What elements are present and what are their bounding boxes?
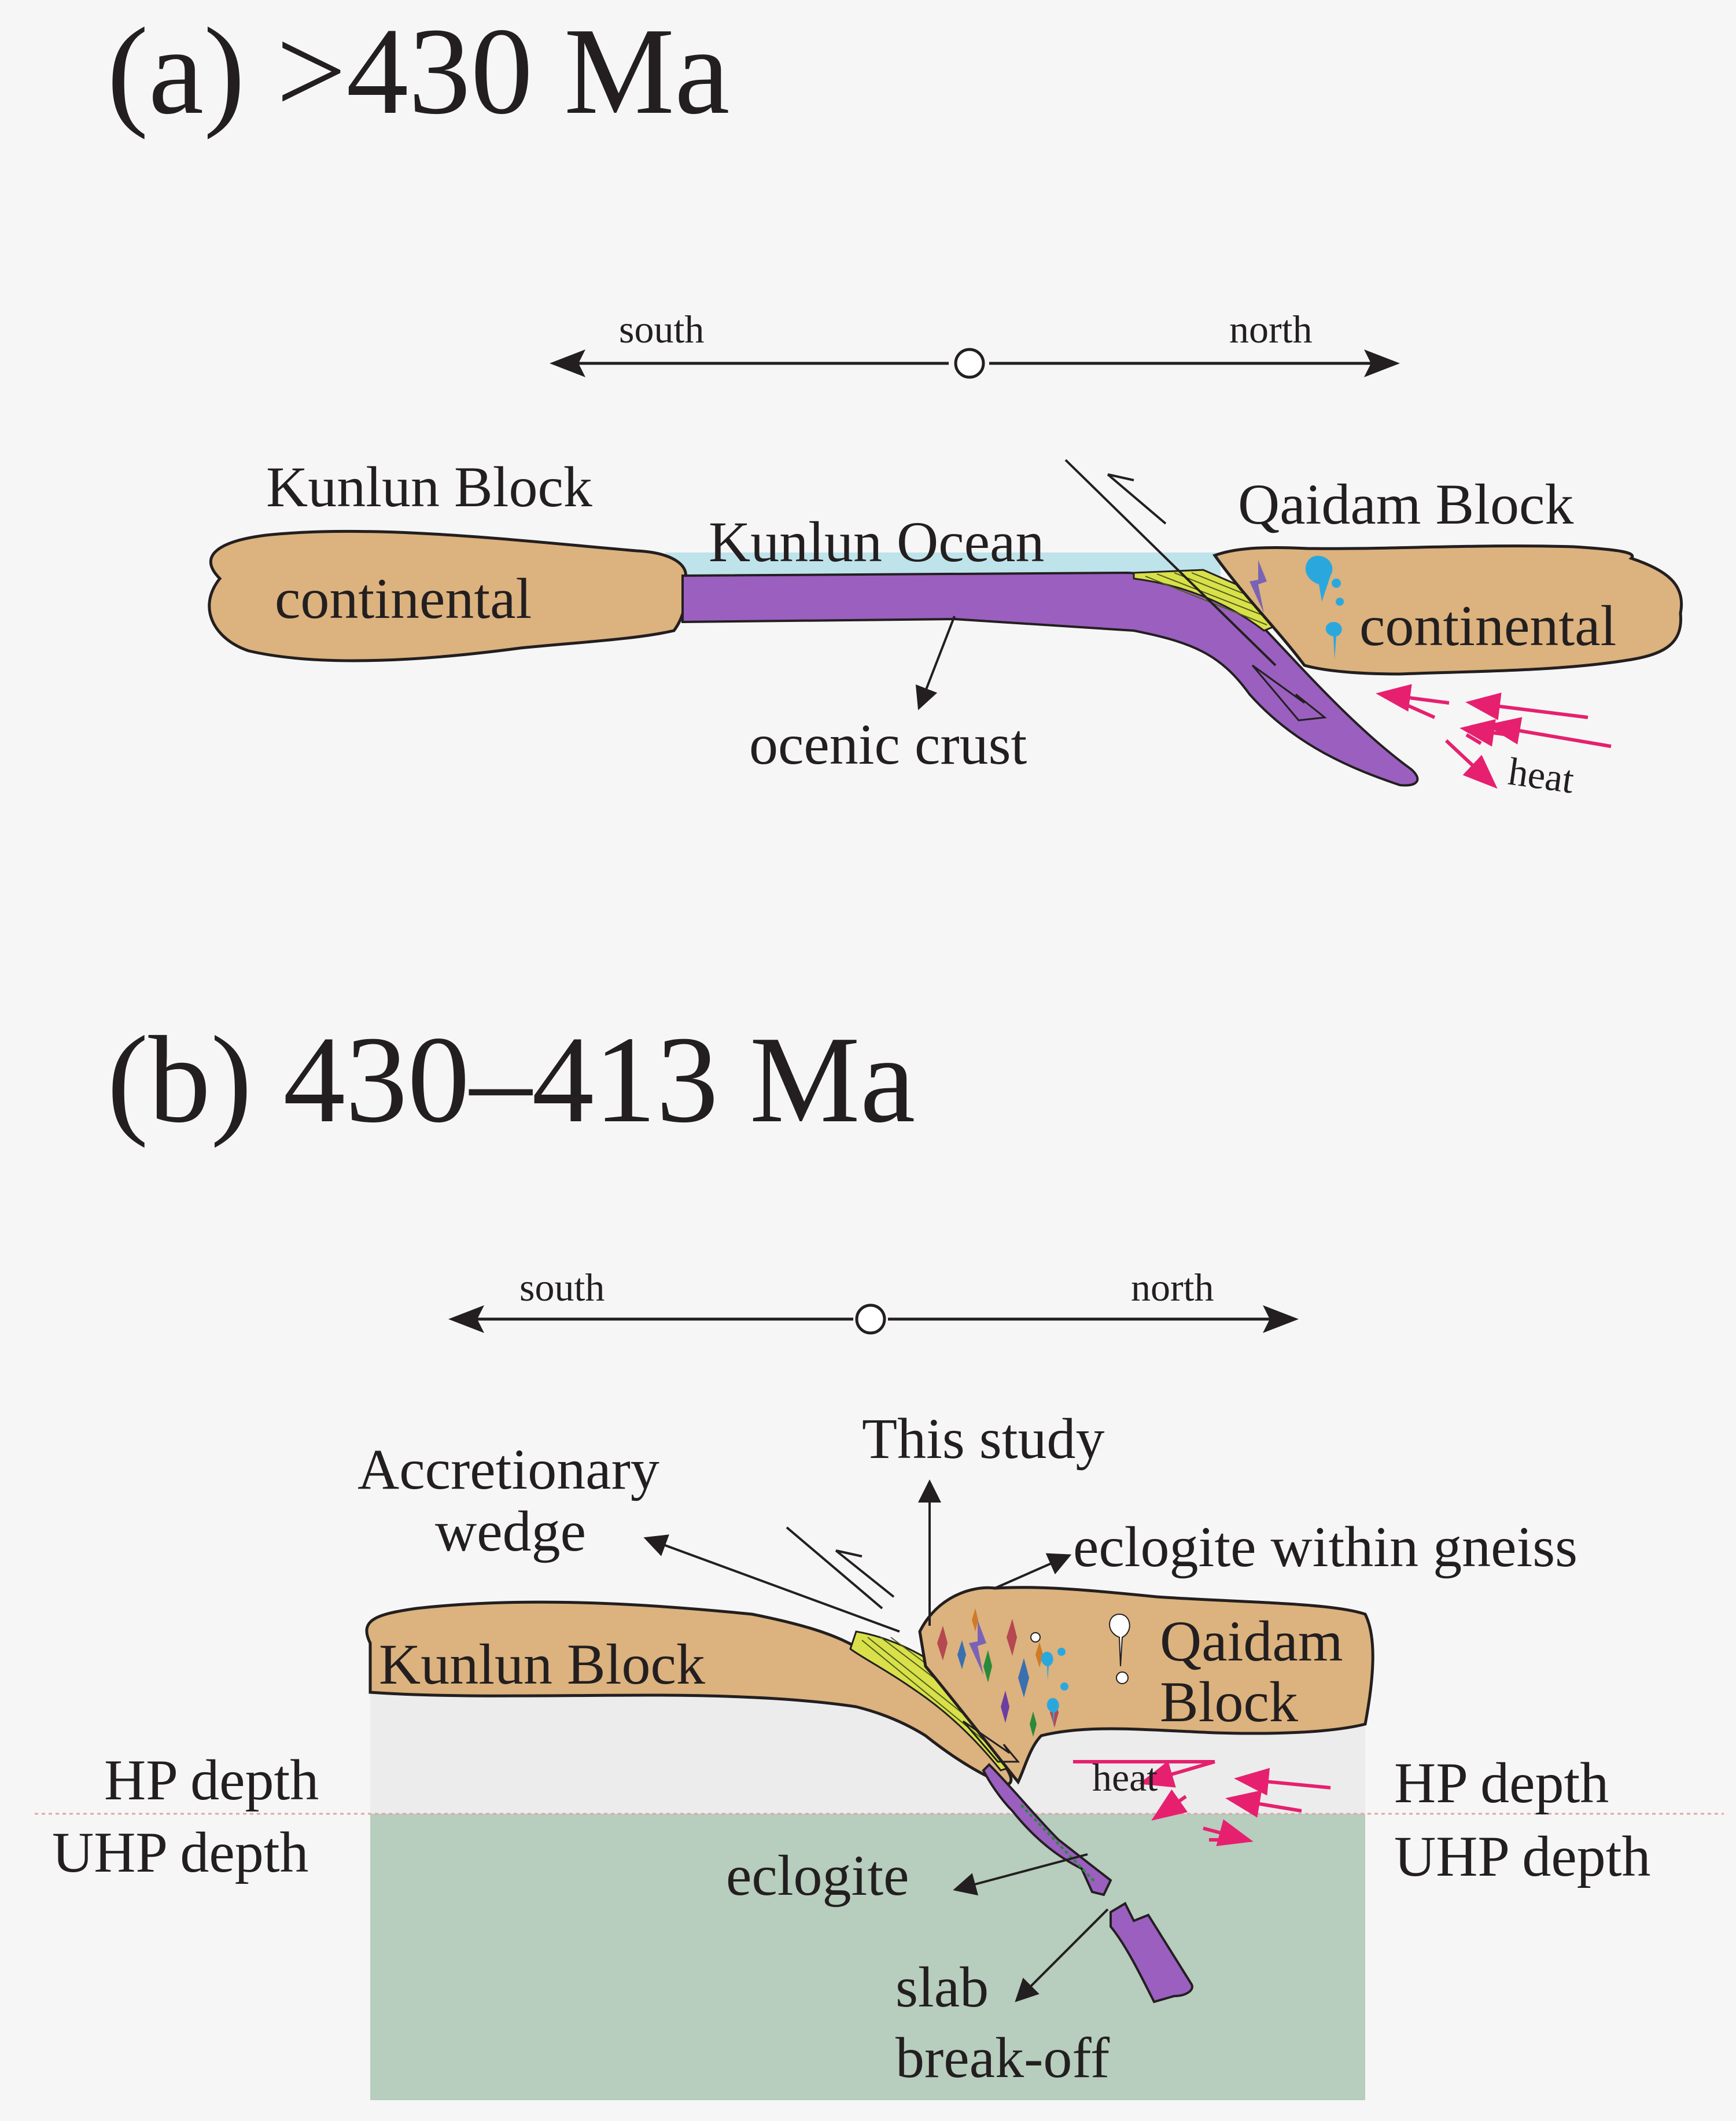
melt-arrow-b-icon — [969, 1620, 986, 1675]
oceanic-crust-label: ocenic crust — [749, 712, 1027, 776]
eclogite-label: eclogite — [726, 1843, 909, 1908]
fluid-drops-a — [1305, 555, 1344, 660]
accretionary-label-line2: wedge — [435, 1499, 586, 1563]
uhp-depth-label-left: UHP depth — [52, 1820, 309, 1884]
accretionary-label-line1: Accretionary — [357, 1437, 659, 1501]
eclogite-gneiss-label: eclogite within gneiss — [1073, 1515, 1577, 1579]
panel-b-south-label: south — [519, 1265, 605, 1309]
kunlun-continental-label: continental — [275, 566, 532, 631]
panel-a-north-label: north — [1229, 307, 1313, 351]
qaidam-continental-block — [1212, 544, 1683, 676]
fault-line-a — [1064, 459, 1277, 667]
panel-b-compass: south north — [448, 1265, 1299, 1335]
shear-arrow-a-icon — [1107, 473, 1167, 525]
hp-depth-label-left: HP depth — [104, 1748, 319, 1812]
heat-label-a: heat — [1506, 749, 1577, 802]
heat-arrows-a — [1376, 684, 1612, 789]
uhp-depth-label-right: UHP depth — [1394, 1824, 1651, 1888]
oceanic-crust-pointer-icon — [915, 616, 956, 710]
slab-break-off-pointer-icon — [1015, 1908, 1109, 2002]
compass-center-icon-b — [855, 1303, 886, 1335]
eclogite-band — [1020, 1804, 1097, 1884]
shear-arrow-b-icon — [835, 1549, 895, 1598]
panel-b: (b) 430–413 Ma south north — [35, 1010, 1724, 2100]
panel-a-south-label: south — [619, 307, 704, 351]
hp-depth-label-right: HP depth — [1394, 1751, 1609, 1815]
melt-arrow-icon — [1250, 560, 1267, 613]
slab-motion-arrow-icon — [1251, 664, 1327, 721]
accretionary-pointer-icon — [643, 1534, 900, 1633]
melt-drops-b — [1030, 1613, 1130, 1684]
panel-a-compass: south north — [550, 307, 1400, 379]
fault-line-b — [786, 1526, 883, 1610]
qaidam-label-line1: Qaidam — [1160, 1609, 1343, 1673]
kunlun-block-label-b: Kunlun Block — [379, 1632, 705, 1696]
this-study-label: This study — [862, 1406, 1104, 1471]
uhp-depth-zone — [370, 1814, 1365, 2100]
north-arrowhead-icon — [1364, 349, 1400, 377]
qaidam-block-label-a: Qaidam Block — [1238, 472, 1573, 536]
qaidam-continental-label: continental — [1359, 594, 1616, 658]
fluid-drops-b — [1041, 1648, 1068, 1727]
panel-a-title: (a) >430 Ma — [107, 2, 729, 140]
slab-label-line2: break-off — [895, 2026, 1110, 2090]
heat-arrows-b — [1073, 1760, 1331, 1846]
heat-label-b: heat — [1092, 1755, 1158, 1799]
kunlun-block-label-a: Kunlun Block — [266, 455, 592, 519]
eclogite-pointer-icon — [953, 1853, 1088, 1896]
panel-a: (a) >430 Ma south north — [107, 2, 1683, 802]
slab-motion-arrow-b-icon — [962, 1720, 1020, 1763]
slab-break-off-piece — [1110, 1902, 1193, 2004]
eclogite-gneiss-pointer-icon — [994, 1553, 1072, 1589]
compass-center-icon — [954, 348, 985, 379]
panel-b-title: (b) 430–413 Ma — [107, 1010, 915, 1148]
slab-label-line1: slab — [895, 1955, 989, 2019]
south-arrowhead-icon — [550, 349, 585, 377]
panel-b-north-label: north — [1131, 1265, 1214, 1309]
south-arrowhead-icon-b — [448, 1305, 484, 1333]
qaidam-label-line2: Block — [1160, 1670, 1298, 1734]
kunlun-ocean-label: Kunlun Ocean — [709, 510, 1044, 574]
north-arrowhead-icon-b — [1263, 1305, 1299, 1333]
